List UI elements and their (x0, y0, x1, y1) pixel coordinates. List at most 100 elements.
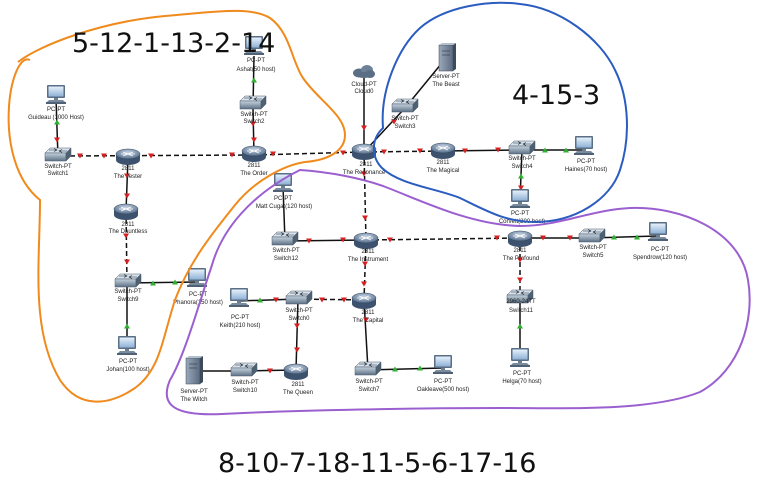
svg-text:The Jester: The Jester (114, 174, 142, 180)
switch-switch0[interactable]: Switch-PT Switch0 (285, 290, 313, 322)
link-switch12-instrument (284, 239, 367, 242)
link-jester-order (61, 154, 255, 157)
router-the-resonance[interactable]: 2811 The Resonance (343, 143, 386, 176)
svg-text:Switch-PT: Switch-PT (579, 245, 607, 251)
router-the-queen[interactable]: 2811 The Queen (283, 363, 313, 396)
link-order-resonance (253, 151, 365, 156)
link-capital-switch7 (363, 299, 369, 371)
server-the-witch[interactable]: Server-PT The Witch (180, 355, 208, 403)
svg-text:Haines(70 host): Haines(70 host) (565, 167, 607, 173)
router-the-jester[interactable]: 2811 The Jester (114, 148, 142, 180)
svg-text:The Resonance: The Resonance (343, 170, 386, 176)
svg-text:The Magical: The Magical (427, 168, 460, 174)
svg-text:PC-PT: PC-PT (434, 379, 452, 385)
svg-text:PC-PT: PC-PT (247, 58, 265, 64)
pc-oakleave[interactable]: PC-PT Oakleave(500 host) (417, 355, 469, 393)
link-switch0-queen (295, 298, 299, 371)
pc-spendrow[interactable]: PC-PT Spendrow(120 host) (633, 222, 687, 261)
switch-switch1[interactable]: Switch-PT Switch1 (44, 147, 72, 177)
pc-helga[interactable]: PC-PT Helga(70 host) (502, 348, 542, 385)
link-jester-dauntless (125, 157, 129, 212)
cloud-cloud0[interactable]: Cloud-PT Cloud0 (351, 65, 377, 95)
svg-text:Switch-PT: Switch-PT (391, 116, 419, 122)
svg-text:PC-PT: PC-PT (231, 315, 249, 321)
svg-text:Switch2: Switch2 (243, 119, 265, 125)
svg-text:PC-PT: PC-PT (651, 247, 669, 253)
svg-text:Server-PT: Server-PT (180, 389, 208, 395)
switch-switch5[interactable]: Switch-PT Switch5 (578, 228, 607, 259)
switch-switch2[interactable]: Switch-PT Switch2 (239, 95, 268, 125)
svg-text:Server-PT: Server-PT (432, 74, 460, 80)
devices: PC-PT Guideau (1000 Host) PC-PT Ashat(50… (28, 36, 687, 403)
link-instrument-capital (363, 239, 367, 301)
svg-text:PC-PT: PC-PT (274, 196, 292, 202)
svg-text:Switch-PT: Switch-PT (508, 156, 536, 162)
switch-switch7[interactable]: Switch-PT Switch7 (354, 361, 383, 393)
svg-text:Switch-PT: Switch-PT (44, 164, 72, 170)
switch-switch4[interactable]: Switch-PT Switch4 (508, 140, 536, 170)
switch-switch3[interactable]: Switch-PT Switch3 (391, 98, 419, 130)
link-resonance-instrument (363, 151, 367, 241)
svg-text:The Instrument: The Instrument (348, 257, 389, 263)
svg-text:Switch7: Switch7 (358, 387, 380, 393)
svg-text:Matt Cugat(120 host): Matt Cugat(120 host) (256, 204, 312, 210)
pc-keith[interactable]: PC-PT Keith(210 host) (220, 288, 261, 329)
annotation-blue-sequence: 4-15-3 (512, 80, 600, 111)
router-the-profound[interactable]: 2811 The Profound (503, 230, 539, 262)
svg-text:Switch5: Switch5 (582, 253, 604, 259)
svg-text:The Witch: The Witch (180, 397, 207, 403)
svg-text:2811: 2811 (292, 382, 306, 388)
switch-switch12[interactable]: Switch-PT Switch12 (271, 231, 300, 262)
router-the-order[interactable]: 2811 The Order (240, 145, 268, 177)
link-resonance-magical (363, 150, 444, 153)
switch-switch10[interactable]: Switch-PT Switch10 (230, 362, 259, 394)
switch-switch11[interactable]: 2960-24TT Switch11 (506, 289, 536, 314)
svg-text:The Beast: The Beast (432, 82, 460, 88)
svg-text:The Profound: The Profound (503, 256, 539, 262)
svg-text:The Order: The Order (240, 171, 267, 177)
pc-johan[interactable]: PC-PT Johan(100 host) (106, 336, 150, 373)
router-the-capital[interactable]: 2811 The Capital (351, 292, 383, 324)
svg-text:Switch-PT: Switch-PT (240, 112, 268, 118)
svg-text:Switch11: Switch11 (509, 308, 534, 314)
pc-corvett[interactable]: PC-PT Corvett(200 host) (499, 189, 545, 225)
svg-text:Switch-PT: Switch-PT (355, 379, 383, 385)
svg-text:Switch10: Switch10 (233, 388, 258, 394)
svg-text:2960-24TT: 2960-24TT (506, 299, 536, 305)
svg-text:PC-PT: PC-PT (119, 359, 137, 365)
server-the-beast[interactable]: Server-PT The Beast (432, 42, 460, 88)
svg-text:PC-PT: PC-PT (189, 292, 207, 298)
router-the-dauntless[interactable]: 2811 The Dauntless (109, 203, 148, 235)
svg-text:Switch-PT: Switch-PT (272, 248, 300, 254)
pc-matt-cugat[interactable]: PC-PT Matt Cugat(120 host) (256, 173, 312, 210)
svg-text:Switch4: Switch4 (511, 164, 533, 170)
svg-text:Switch12: Switch12 (274, 256, 299, 262)
pc-guideau[interactable]: PC-PT Guideau (1000 Host) (28, 85, 84, 121)
svg-text:Switch-PT: Switch-PT (231, 380, 259, 386)
svg-text:Cloud-PT: Cloud-PT (351, 82, 377, 88)
svg-text:Helga(70 host): Helga(70 host) (502, 379, 541, 385)
link-dauntless-switch9 (125, 210, 128, 284)
switch-switch9[interactable]: Switch-PT Switch9 (114, 273, 142, 303)
svg-text:Guideau (1000 Host): Guideau (1000 Host) (28, 115, 84, 121)
svg-text:2811: 2811 (122, 222, 136, 228)
router-the-magical[interactable]: 2811 The Magical (427, 142, 460, 174)
pc-haines[interactable]: PC-PT Haines(70 host) (565, 136, 607, 173)
router-the-instrument[interactable]: 2811 The Instrument (348, 232, 389, 263)
svg-text:Switch-PT: Switch-PT (114, 289, 142, 295)
pc-phanora[interactable]: PC-PT Phanora(150 host) (173, 268, 223, 306)
orange-group-outline (7, 9, 347, 403)
svg-text:Oakleave(500 host): Oakleave(500 host) (417, 387, 469, 393)
svg-text:Keith(210 host): Keith(210 host) (220, 323, 261, 329)
blue-group-outline (372, 1, 628, 224)
svg-text:The Queen: The Queen (283, 390, 313, 396)
svg-text:2811: 2811 (362, 310, 376, 316)
purple-group-outline (165, 168, 751, 416)
svg-text:PC-PT: PC-PT (513, 371, 531, 377)
svg-text:Phanora(150 host): Phanora(150 host) (173, 300, 223, 306)
svg-text:Switch3: Switch3 (394, 124, 416, 130)
pc-ashat[interactable]: PC-PT Ashat(50 host) (236, 36, 276, 73)
svg-text:Johan(100 host): Johan(100 host) (106, 367, 149, 373)
